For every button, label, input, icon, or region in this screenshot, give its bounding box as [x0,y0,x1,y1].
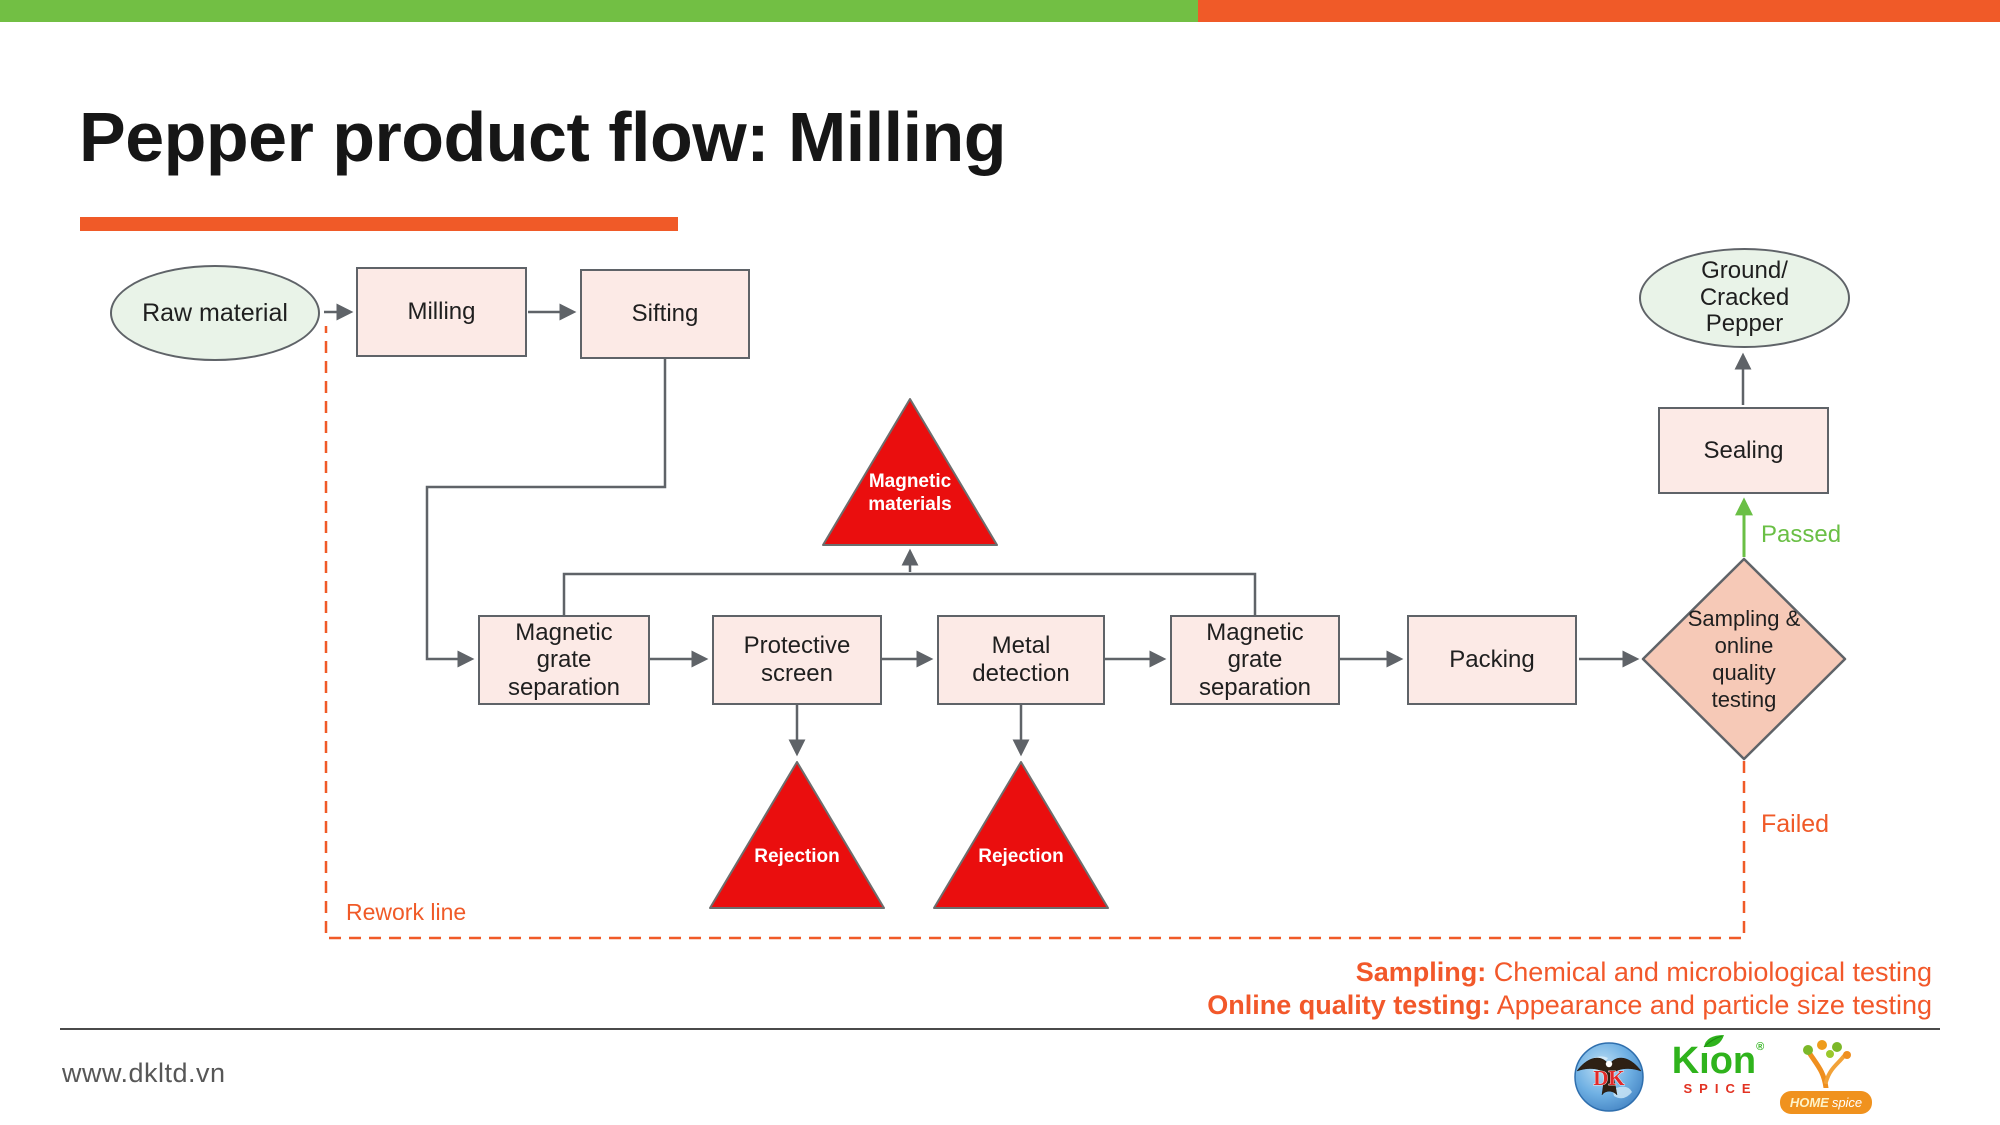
testing-notes: Sampling: Chemical and microbiological t… [1207,956,1932,1022]
rejection-triangle-1 [709,761,885,909]
sampling-diamond-label: Sampling & online quality testing [1687,606,1801,712]
footer-divider [60,1028,1940,1030]
kion-spice-text: SPICE [1683,1081,1758,1096]
svg-text:DK: DK [1593,1066,1625,1090]
sampling-note: Sampling: Chemical and microbiological t… [1207,956,1932,989]
kion-logo: Kıon® SPICE [1662,1035,1774,1096]
online-note-label: Online quality testing: [1207,990,1491,1020]
leaf-icon [1703,1035,1724,1048]
node-sifting: Sifting [580,269,750,359]
sampling-note-label: Sampling: [1355,957,1487,987]
home-spice-text-bold: HOME [1789,1095,1829,1110]
registered-mark: ® [1756,1041,1765,1053]
rejection-label-2: Rejection [978,846,1064,867]
passed-label: Passed [1761,521,1842,548]
node-raw-material: Raw material [110,265,320,361]
online-note: Online quality testing: Appearance and p… [1207,989,1932,1022]
node-magnetic-grate-separation-2: Magnetic grate separation [1170,615,1340,705]
home-spice-tree-icon [1803,1040,1851,1091]
node-ground-cracked-pepper: Ground/ Cracked Pepper [1639,248,1850,348]
rejection-triangle-2 [933,761,1109,909]
node-sealing: Sealing [1658,407,1829,494]
online-note-text: Appearance and particle size testing [1490,990,1932,1020]
node-magnetic-grate-separation-1: Magnetic grate separation [478,615,650,705]
sampling-note-text: Chemical and microbiological testing [1486,957,1932,987]
home-spice-logo: HOME spice [1780,1038,1872,1114]
home-spice-banner: HOME spice [1780,1091,1872,1114]
page-title: Pepper product flow: Milling [79,98,1007,176]
home-spice-text-rest: spice [1831,1095,1863,1110]
title-underline [80,217,678,231]
kion-wordmark: Kıon® [1672,1035,1765,1080]
failed-label: Failed [1761,810,1830,838]
node-milling: Milling [356,267,527,357]
top-bar-orange [1198,0,2000,22]
rework-line-label: Rework line [346,899,467,925]
website-link[interactable]: www.dkltd.vn [62,1058,226,1088]
dk-globe-eagle-icon: DK [1574,1042,1644,1112]
top-bar-green [0,0,1198,22]
dk-logo: DK [1572,1040,1646,1119]
node-metal-detection: Metal detection [937,615,1105,705]
magnetic-materials-label: Magnetic materials [868,471,952,516]
rejection-label-1: Rejection [754,846,840,867]
node-protective-screen: Protective screen [712,615,882,705]
node-packing: Packing [1407,615,1577,705]
